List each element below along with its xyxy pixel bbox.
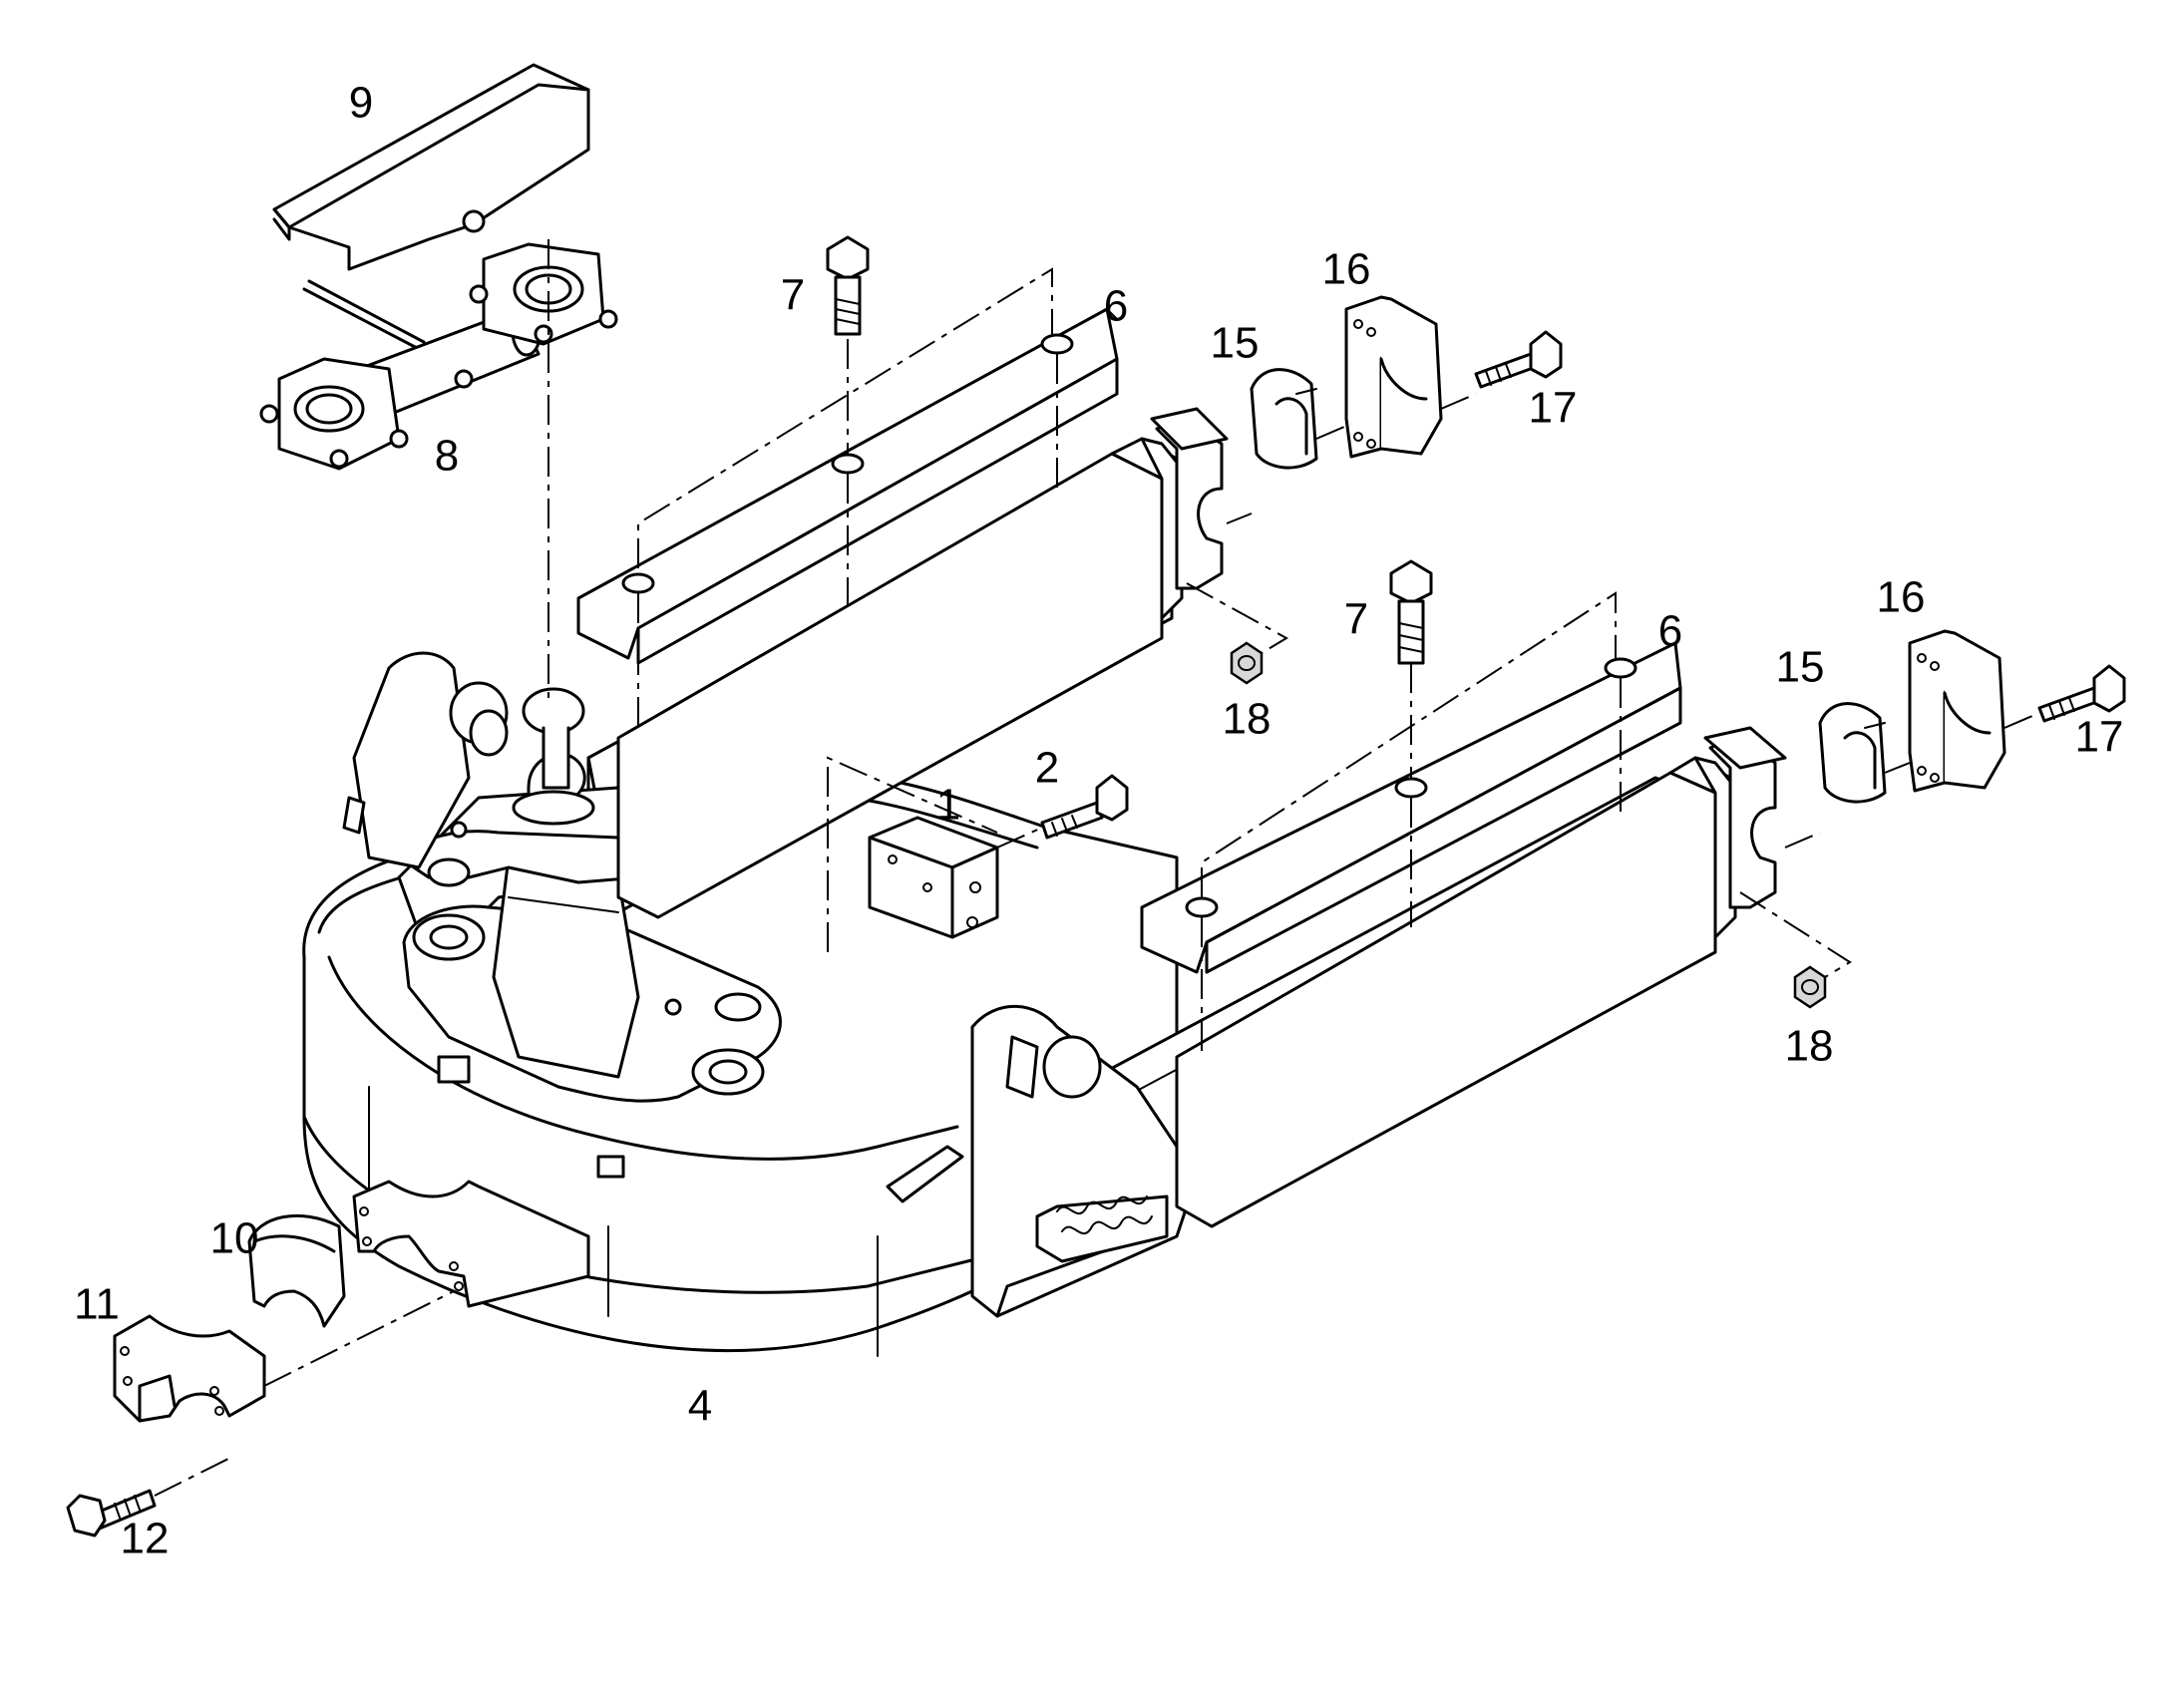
callout-17-upper: 17: [1529, 384, 1578, 433]
callout-1: 1: [936, 781, 960, 830]
callout-6-upper: 6: [1104, 282, 1128, 331]
bolt-17-upper: [1474, 330, 1563, 389]
callout-labels: 1 2 4 6 6 7 7 8 9 10 11 12 15 15 16 16 1…: [74, 79, 2123, 1563]
callout-8: 8: [435, 432, 459, 481]
cover-channel: [272, 63, 590, 271]
clamp-half-16-lower: [1908, 629, 2006, 793]
nut-18-lower: [1793, 965, 1827, 1009]
callout-6-lower: 6: [1658, 607, 1682, 656]
clamp-half-11: [113, 1314, 266, 1423]
bolt-2: [1040, 774, 1129, 840]
bolt-17-lower: [2037, 664, 2126, 723]
callout-16-upper: 16: [1322, 245, 1371, 294]
bushing-15-lower: [1818, 702, 1887, 804]
right-hinge-bracket: [886, 1004, 1199, 1318]
spacer-block: [868, 816, 999, 939]
callout-15-lower: 15: [1776, 643, 1825, 692]
front-socket: [352, 1180, 590, 1308]
assembly-lines: [154, 239, 2040, 1497]
tow-hitch-assembly: [342, 651, 782, 1179]
callout-16-lower: 16: [1877, 573, 1926, 622]
bolt-7-upper: [826, 235, 870, 336]
bushing-10: [247, 1213, 346, 1328]
clamp-half-16-upper: [1344, 295, 1443, 459]
callout-9: 9: [349, 79, 373, 128]
bolt-7-lower: [1389, 559, 1433, 665]
callout-12: 12: [121, 1515, 170, 1563]
callout-7-upper: 7: [781, 271, 805, 320]
callout-2: 2: [1035, 744, 1059, 793]
beam-upper: [616, 407, 1229, 919]
bolt-12: [66, 1489, 157, 1537]
callout-15-upper: 15: [1211, 319, 1260, 368]
callout-11: 11: [74, 1280, 120, 1329]
callout-18-lower: 18: [1785, 1022, 1834, 1071]
callout-10: 10: [210, 1214, 259, 1263]
callout-4: 4: [688, 1382, 712, 1431]
callout-7-lower: 7: [1344, 595, 1368, 644]
nut-18-upper: [1230, 641, 1264, 685]
callout-18-upper: 18: [1223, 695, 1271, 744]
beam-lower: [1175, 726, 1787, 1228]
clamp-bar-assembly: [259, 242, 618, 471]
bushing-15-upper: [1250, 368, 1318, 470]
callout-17-lower: 17: [2075, 713, 2124, 762]
